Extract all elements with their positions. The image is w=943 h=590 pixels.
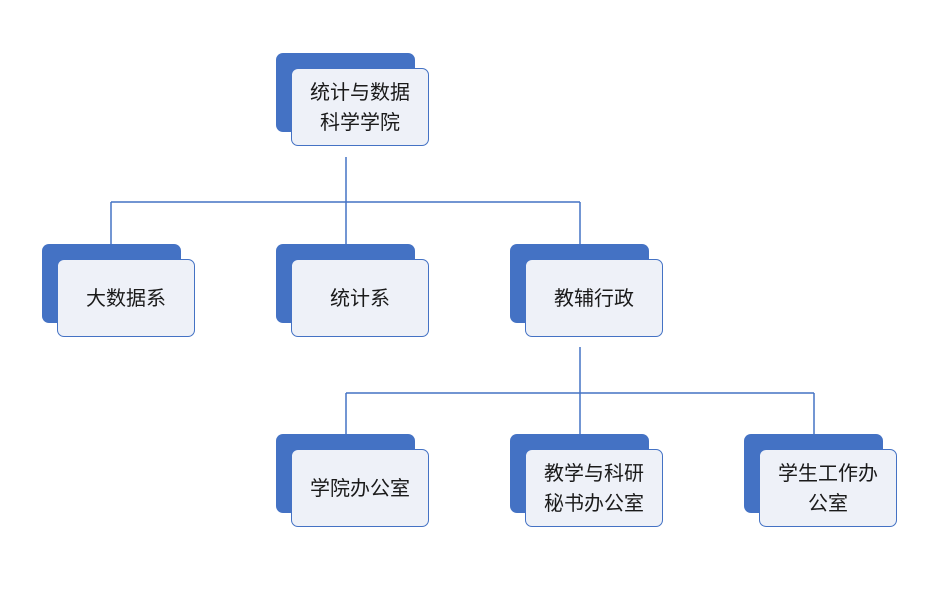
node-research-office-label: 教学与科研 秘书办公室 [544, 461, 644, 515]
node-admin: 教辅行政 [510, 244, 665, 339]
node-admin-label: 教辅行政 [554, 286, 634, 310]
node-student-office: 学生工作办 公室 [744, 434, 899, 529]
node-big-data-label: 大数据系 [86, 286, 166, 310]
node-root-card: 统计与数据 科学学院 [291, 68, 429, 146]
node-statistics-label: 统计系 [330, 286, 390, 310]
node-college-office-label: 学院办公室 [310, 476, 410, 500]
node-statistics-card: 统计系 [291, 259, 429, 337]
node-admin-card: 教辅行政 [525, 259, 663, 337]
node-college-office: 学院办公室 [276, 434, 431, 529]
node-student-office-card: 学生工作办 公室 [759, 449, 897, 527]
node-statistics: 统计系 [276, 244, 431, 339]
node-college-office-card: 学院办公室 [291, 449, 429, 527]
node-big-data: 大数据系 [42, 244, 197, 339]
node-student-office-label: 学生工作办 公室 [778, 461, 878, 515]
node-research-office: 教学与科研 秘书办公室 [510, 434, 665, 529]
node-root-label: 统计与数据 科学学院 [310, 80, 410, 134]
node-big-data-card: 大数据系 [57, 259, 195, 337]
node-research-office-card: 教学与科研 秘书办公室 [525, 449, 663, 527]
node-root: 统计与数据 科学学院 [276, 53, 431, 148]
